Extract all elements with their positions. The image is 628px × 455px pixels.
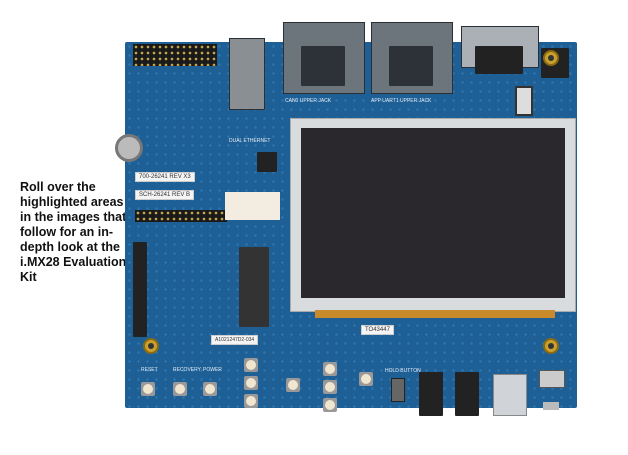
mount-hole <box>543 338 559 354</box>
micro-usb-port <box>543 402 559 410</box>
rev-label: 700-26241 REV X3 <box>135 172 195 182</box>
uart-connector-face <box>389 46 433 86</box>
left-button[interactable] <box>359 372 373 386</box>
lcd-flex-strip <box>315 310 555 318</box>
hold-switch[interactable] <box>391 378 405 402</box>
usb-port <box>493 374 527 416</box>
silk-hold: HOLD BUTTON <box>385 368 421 374</box>
can-connector-face <box>301 46 345 86</box>
imx28-evaluation-board-photo[interactable]: DUAL ETHERNET CAN0 UPPER JACK APP UART1 … <box>115 22 577 416</box>
sd-card-slot <box>239 247 269 327</box>
display-tag: TO43447 <box>361 325 394 335</box>
jtag-header <box>133 44 217 66</box>
key1-button[interactable] <box>244 358 258 372</box>
silk-reset: RESET <box>141 367 158 373</box>
silk-ethernet: DUAL ETHERNET <box>229 138 271 144</box>
recovery-button[interactable] <box>173 382 187 396</box>
power-switch <box>515 86 533 116</box>
audio-jack-left <box>115 134 143 162</box>
sch-label: SCH-26241 REV B <box>135 190 195 200</box>
power-button[interactable] <box>203 382 217 396</box>
expansion-slot <box>133 242 147 337</box>
down-button[interactable] <box>323 398 337 412</box>
mount-hole <box>543 50 559 66</box>
silk-app-uart: APP UART1 UPPER JACK <box>371 98 432 104</box>
dip-switch <box>225 192 280 220</box>
expansion-header <box>135 210 227 222</box>
db9-face <box>475 46 523 74</box>
reset-button[interactable] <box>141 382 155 396</box>
processor-chip <box>257 152 277 172</box>
lcd-touchscreen[interactable] <box>290 118 576 312</box>
mount-hole <box>143 338 159 354</box>
usb-select-switch <box>539 370 565 388</box>
right-button[interactable] <box>286 378 300 392</box>
key3-button[interactable] <box>244 394 258 408</box>
lcd-screen <box>301 128 565 298</box>
silk-power: POWER <box>203 367 222 373</box>
headphone-jack <box>419 372 443 416</box>
silk-recovery: RECOVERY <box>173 367 201 373</box>
intro-caption: Roll over the highlighted areas in the i… <box>20 180 127 284</box>
line-in-jack <box>455 372 479 416</box>
serial-label: A1021247D2-034 <box>211 335 259 345</box>
ethernet-jack <box>229 38 265 110</box>
up-button[interactable] <box>323 362 337 376</box>
select-button[interactable] <box>323 380 337 394</box>
silk-can0: CAN0 UPPER JACK <box>285 98 332 104</box>
key2-button[interactable] <box>244 376 258 390</box>
